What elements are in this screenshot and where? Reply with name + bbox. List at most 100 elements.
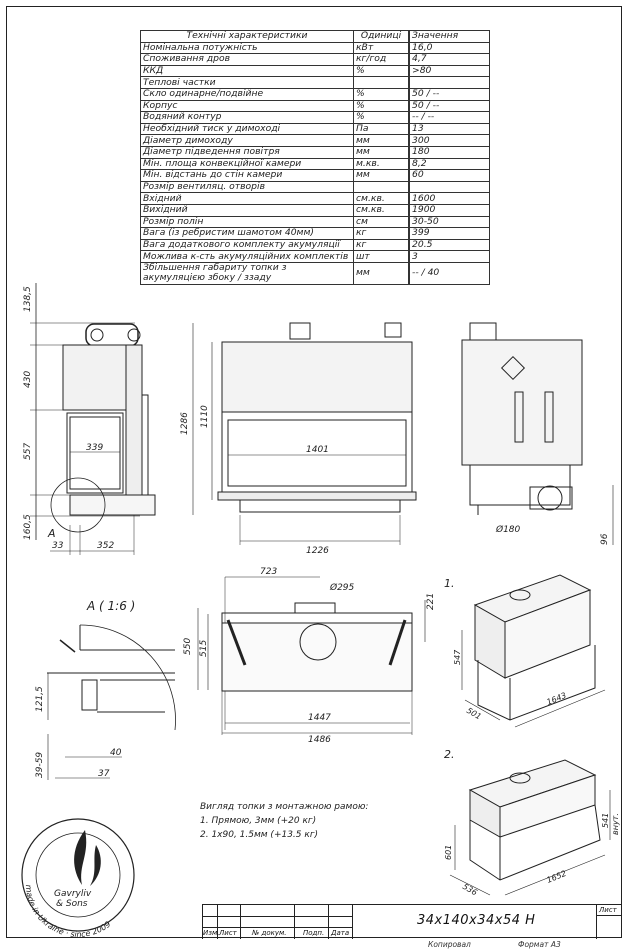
sheet-label: Лист	[599, 906, 617, 914]
spec-value: 8,2	[408, 157, 490, 171]
spec-table: Технічні характеристики Одиниці Значення…	[140, 30, 490, 285]
spec-value: 399	[408, 227, 490, 240]
detail-marker: A	[47, 527, 56, 540]
drawing-frame	[6, 6, 622, 938]
iso2-number: 2.	[444, 748, 455, 761]
dim-detail-legs: 39-59	[35, 752, 45, 778]
spec-value: 13	[408, 122, 490, 136]
dim-flue-depth: 221	[426, 593, 436, 610]
model-title: 34x140x34x54 H	[417, 913, 536, 928]
spec-row: Скло одинарне/подвійне%50 / --	[140, 87, 490, 101]
spec-name: Необхідний тиск у димоході	[140, 122, 354, 136]
svg-text:& Sons: & Sons	[56, 899, 88, 909]
caption-line1: 1. Прямою, 3мм (+20 кг)	[200, 816, 317, 826]
spec-value	[408, 180, 490, 194]
isometric-view-2: 2. 601 536 1652 541 внут.	[444, 748, 620, 897]
dim-side-depth: 352	[97, 541, 114, 551]
iso1-dim-width: 1643	[545, 691, 567, 707]
spec-unit: мм	[353, 261, 410, 285]
iso2-dim-height: 601	[444, 845, 453, 860]
isometric-view-1: 1. 547 501 1643	[444, 574, 606, 728]
spec-row: Розмір вентиляц. отворів	[140, 180, 490, 194]
dim-plan-inner-depth: 515	[199, 640, 209, 657]
dim-plan-depth: 550	[183, 638, 193, 655]
title-block: Изм. Лист № докум. Подп. Дата 34x140x34x…	[202, 904, 622, 939]
dim-plan-inner-width: 1447	[308, 713, 331, 723]
spec-unit: кВт	[353, 41, 410, 55]
dim-air-inlet: Ø180	[495, 524, 521, 535]
detail-a-title: A ( 1:6 )	[86, 599, 135, 613]
spec-name: Мін. площа конвекційної камери	[140, 157, 354, 171]
dim-side-glass: 339	[86, 443, 103, 453]
caption: Вигляд топки з монтажною рамою: 1. Прямо…	[200, 800, 368, 842]
dim-side-bottom: 160,5	[23, 514, 33, 540]
spec-unit: м.кв.	[353, 157, 410, 171]
dim-detail-height: 121,5	[35, 686, 45, 712]
copied-label: Копировал	[428, 940, 471, 949]
spec-name: Номінальна потужність	[140, 41, 354, 55]
spec-name: Діаметр підведення повітря	[140, 145, 354, 159]
dim-side-middle: 557	[23, 443, 33, 460]
spec-value: 60	[408, 169, 490, 182]
side-view: 138,5 430 557 160,5 339 33 352 A	[23, 283, 156, 555]
iso1-dim-depth: 501	[465, 706, 483, 721]
iso1-number: 1.	[444, 577, 455, 590]
col-doc: № докум.	[252, 929, 287, 937]
spec-row: Водяний контур%-- / --	[140, 111, 490, 124]
spec-value: 1600	[408, 192, 490, 205]
dim-side-top: 138,5	[23, 286, 33, 312]
spec-name: Вага додаткового комплекту акумуляції	[140, 238, 354, 252]
col-date: Дата	[331, 929, 350, 937]
spec-value: 180	[408, 145, 490, 159]
spec-value: 30-50	[408, 215, 490, 229]
spec-name: Вихідний	[140, 203, 354, 217]
front-view: 1286 1110 1401 1226	[180, 322, 417, 556]
col-change: Изм.	[203, 929, 220, 937]
svg-text:Gavryliv: Gavryliv	[54, 889, 92, 899]
spec-name: Розмір полін	[140, 215, 354, 229]
dim-flue-offset: 723	[260, 567, 277, 577]
spec-name: Збільшення габариту топки з акумуляцією …	[140, 261, 354, 285]
right-side-view: Ø180 96	[384, 322, 614, 545]
spec-name: Мін. відстань до стін камери	[140, 169, 354, 182]
spec-name: Вхідний	[140, 192, 354, 205]
dim-detail-b: 37	[98, 769, 110, 779]
format-label: Формат А3	[518, 940, 561, 949]
dim-inlet-height: 96	[600, 533, 610, 545]
dim-front-glass-width: 1401	[306, 445, 329, 455]
col-sheet: Лист	[219, 929, 237, 937]
spec-table-header: Технічні характеристики Одиниці Значення	[140, 30, 490, 43]
iso2-dim-depth: 536	[461, 882, 479, 897]
detail-a: A ( 1:6 ) 121,5 39-59 40 37	[35, 599, 176, 780]
col-sign: Подп.	[303, 929, 325, 937]
dim-detail-a: 40	[110, 748, 122, 758]
spec-row: Збільшення габариту топки з акумуляцією …	[140, 261, 490, 285]
plan-view: 723 Ø295 221 550 515 1447 1486	[183, 567, 436, 745]
dim-front-height: 1286	[180, 412, 190, 435]
spec-name: Розмір вентиляц. отворів	[140, 180, 354, 194]
spec-value: -- / 40	[408, 261, 490, 285]
iso2-dim-width: 1652	[545, 869, 567, 885]
sheet-box: Лист	[596, 905, 622, 939]
iso2-dim-inner-label: внут.	[611, 813, 620, 835]
spec-name: Діаметр димоходу	[140, 134, 354, 147]
spec-value: 300	[408, 134, 490, 147]
caption-line2: 2. 1x90, 1.5мм (+13.5 кг)	[200, 830, 319, 840]
dim-front-base-width: 1226	[306, 546, 329, 556]
header-name: Технічні характеристики	[140, 30, 354, 43]
caption-title: Вигляд топки з монтажною рамою:	[200, 802, 369, 812]
iso1-dim-height: 547	[453, 649, 462, 665]
spec-value: 1900	[408, 203, 490, 217]
dim-flue-diameter: Ø295	[329, 582, 355, 593]
